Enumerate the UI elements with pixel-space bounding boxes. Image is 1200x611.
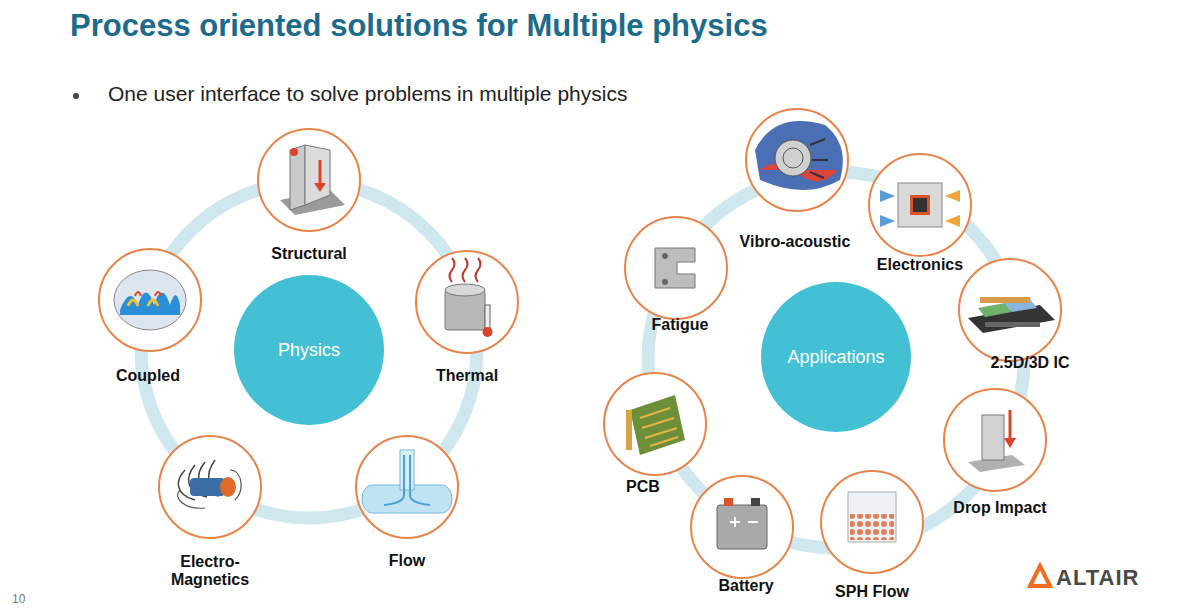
icon-circle: Thermal [387,250,547,354]
slide-title: Process oriented solutions for Multiple … [70,8,768,44]
icon-circle: 2.5D/3D IC [930,258,1090,362]
structural-icon [280,145,345,215]
icon-outline [229,128,389,232]
icon-outline [792,470,952,574]
electronics-icon [880,183,960,227]
icon-outline [840,153,1000,257]
icon-outline [930,258,1090,362]
pcb-icon [626,395,685,455]
icon-ring [159,436,261,538]
hub-text-box: Applications [761,282,911,432]
battery-icon [717,498,767,549]
icon-circle: Electro- Magnetics [130,435,290,539]
node-label: Thermal [436,367,498,385]
hub-disc [234,275,384,425]
icon-discs [99,109,1061,578]
icon-ring [746,109,848,211]
icon-outline [717,108,877,212]
node-label: SPH Flow [835,583,909,601]
hub-label: Applications [787,347,884,368]
sph-flow-icon [848,492,896,542]
icon-circle: Battery [662,475,822,579]
icon-outline [575,372,735,476]
hub-circle: Physics [234,275,384,425]
node-label: Battery [718,577,773,595]
icon-outline [387,250,547,354]
icon-ring [691,476,793,578]
hub-label: Physics [278,340,340,361]
icon-circle: Drop Impact [915,388,1075,492]
icon-ring [821,471,923,573]
node-label: Drop Impact [953,499,1046,517]
drop-impact-icon [968,410,1025,472]
node-label: PCB [626,478,660,496]
em-icon [178,460,241,508]
flow-icon [362,450,452,513]
icon-ring [416,251,518,353]
icon-outline [596,216,756,320]
thermal-icon [445,258,493,337]
icon-ring [959,259,1061,361]
icon-circle: Coupled [70,248,230,352]
icon-outline [327,435,487,539]
icon-circle: Electronics [840,153,1000,257]
icon-ring [625,217,727,319]
icon-ring [944,389,1046,491]
hub-text-box: Physics [234,275,384,425]
node-label: Electro- Magnetics [165,553,255,589]
vibro-acoustic-icon [755,121,843,190]
icon-outline [915,388,1075,492]
bullet [73,93,79,99]
node-label: 2.5D/3D IC [990,354,1069,372]
logo-text: ALTAIR [1056,565,1139,591]
icon-outline [70,248,230,352]
node-label: Fatigue [652,316,709,334]
icon-circle: SPH Flow [792,470,952,574]
icon-circle: Vibro-acoustic [717,108,877,212]
hub-disc [761,282,911,432]
icon-ring [356,436,458,538]
icon-outline [130,435,290,539]
node-label: Coupled [116,367,180,385]
icon-circle: Flow [327,435,487,539]
icon-ring [99,249,201,351]
icon-ring [869,154,971,256]
icon-circle: Fatigue [596,216,756,320]
node-label: Electronics [877,256,963,274]
icon-ring [258,129,360,231]
icon-ring [604,373,706,475]
icon-outline [662,475,822,579]
fatigue-icon [655,248,695,288]
hub-circle: Applications [761,282,911,432]
bullet-text: One user interface to solve problems in … [108,82,627,106]
node-label: Flow [389,552,425,570]
node-label: Structural [271,245,347,263]
icon-circle: PCB [575,372,735,476]
node-label: Vibro-acoustic [740,233,851,251]
ic-icon [968,297,1055,333]
icon-circle: Structural [229,128,389,232]
page-number: 10 [12,592,25,606]
logo-mark [1030,566,1050,586]
coupled-icon [114,270,186,330]
